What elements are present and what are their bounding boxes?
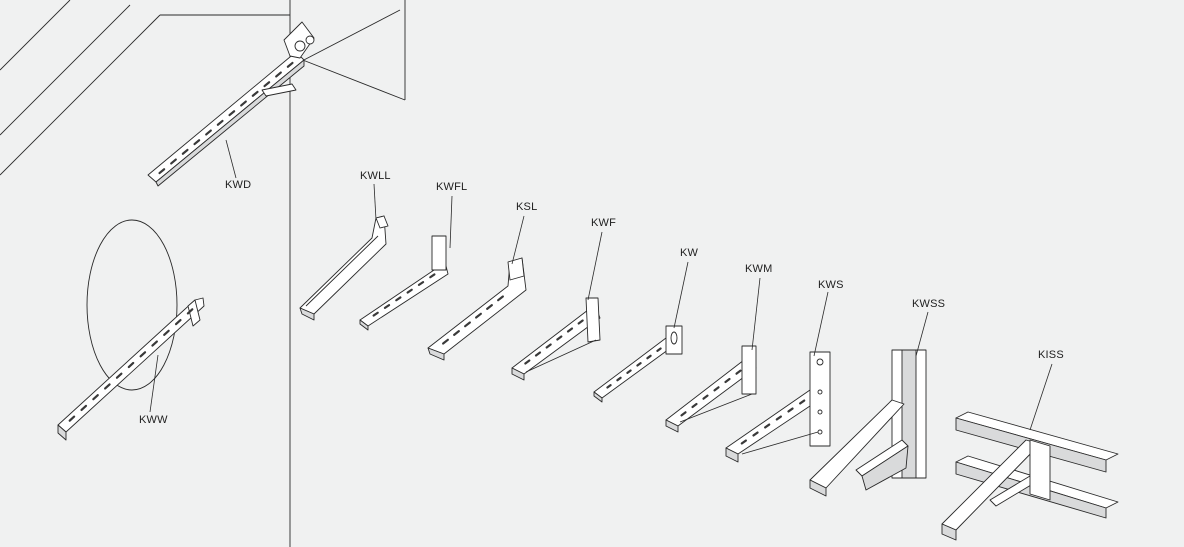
slot-hole (453, 330, 460, 336)
slot-hole (775, 415, 782, 421)
slot-hole (68, 415, 76, 422)
slot-hole (263, 81, 271, 88)
slot-hole (691, 402, 698, 409)
slot-hole (735, 369, 742, 375)
slot-hole (228, 110, 236, 117)
label-kwm: KWM (745, 263, 773, 275)
bracket-kwm (665, 345, 757, 433)
bracket-kww (57, 297, 205, 441)
bracket-kwss (809, 349, 927, 497)
slot-hole (127, 361, 135, 369)
slot-hole (251, 90, 259, 97)
bracket-kwf (511, 297, 601, 381)
label-kwf: KWF (591, 217, 617, 229)
slot-hole (475, 312, 482, 319)
slot-hole (566, 327, 574, 333)
slot-hole (764, 423, 771, 429)
slot-hole (181, 148, 189, 155)
slot-hole (174, 318, 182, 326)
label-kw: KW (680, 247, 699, 259)
slot-hole (115, 372, 123, 379)
slot-hole (186, 308, 194, 315)
slot-hole (577, 319, 584, 325)
slot-hole (205, 129, 212, 136)
bracket-kiss (941, 411, 1119, 541)
slot-hole (752, 431, 759, 437)
slot-hole (395, 296, 402, 302)
bracket-kwfl (359, 235, 449, 331)
slot-hole (275, 71, 282, 78)
slot-hole (799, 399, 806, 405)
label-kiss: KISS (1038, 349, 1064, 361)
slot-hole (656, 347, 662, 352)
slot-hole (787, 407, 794, 413)
slot-hole (636, 362, 642, 367)
label-kwll: KWLL (360, 170, 391, 182)
label-kwss: KWSS (912, 298, 946, 310)
slot-hole (740, 439, 747, 445)
slot-hole (406, 288, 413, 294)
slot-hole (616, 376, 622, 382)
slot-hole (556, 335, 563, 341)
bracket-kwll (299, 215, 389, 321)
slot-hole (545, 343, 552, 349)
label-kwd: KWD (225, 179, 252, 191)
slot-hole (417, 280, 425, 287)
slot-hole (216, 119, 224, 126)
bracket-kwd (147, 21, 315, 187)
slot-hole (680, 411, 687, 417)
slot-hole (606, 384, 612, 389)
slot-hole (534, 351, 542, 357)
slot-hole (702, 394, 709, 400)
slot-hole (158, 168, 166, 175)
slot-hole (92, 394, 99, 401)
slot-hole (170, 158, 177, 165)
slot-hole (240, 100, 247, 107)
slot-hole (372, 311, 379, 317)
slot-hole (524, 359, 531, 365)
label-kww: KWW (139, 414, 168, 426)
slot-hole (151, 340, 158, 347)
bracket-kws (725, 351, 831, 463)
slot-hole (626, 369, 632, 374)
label-kws: KWS (818, 279, 844, 291)
slot-hole (429, 273, 436, 279)
slot-hole (80, 404, 88, 412)
slot-hole (713, 386, 720, 392)
label-kwfl: KWFL (436, 181, 468, 193)
slot-hole (646, 354, 652, 360)
slot-hole (486, 304, 493, 310)
label-leaders (149, 139, 1053, 431)
slot-hole (286, 61, 294, 68)
slot-hole (104, 383, 111, 390)
slot-hole (442, 338, 449, 345)
slot-hole (383, 303, 391, 310)
slot-hole (724, 377, 731, 384)
slot-hole (193, 139, 201, 146)
slot-hole (139, 351, 147, 358)
slot-hole (163, 329, 170, 336)
slot-hole (497, 295, 504, 302)
slot-hole (464, 321, 471, 328)
label-ksl: KSL (516, 201, 538, 213)
bracket-kw (593, 325, 683, 403)
